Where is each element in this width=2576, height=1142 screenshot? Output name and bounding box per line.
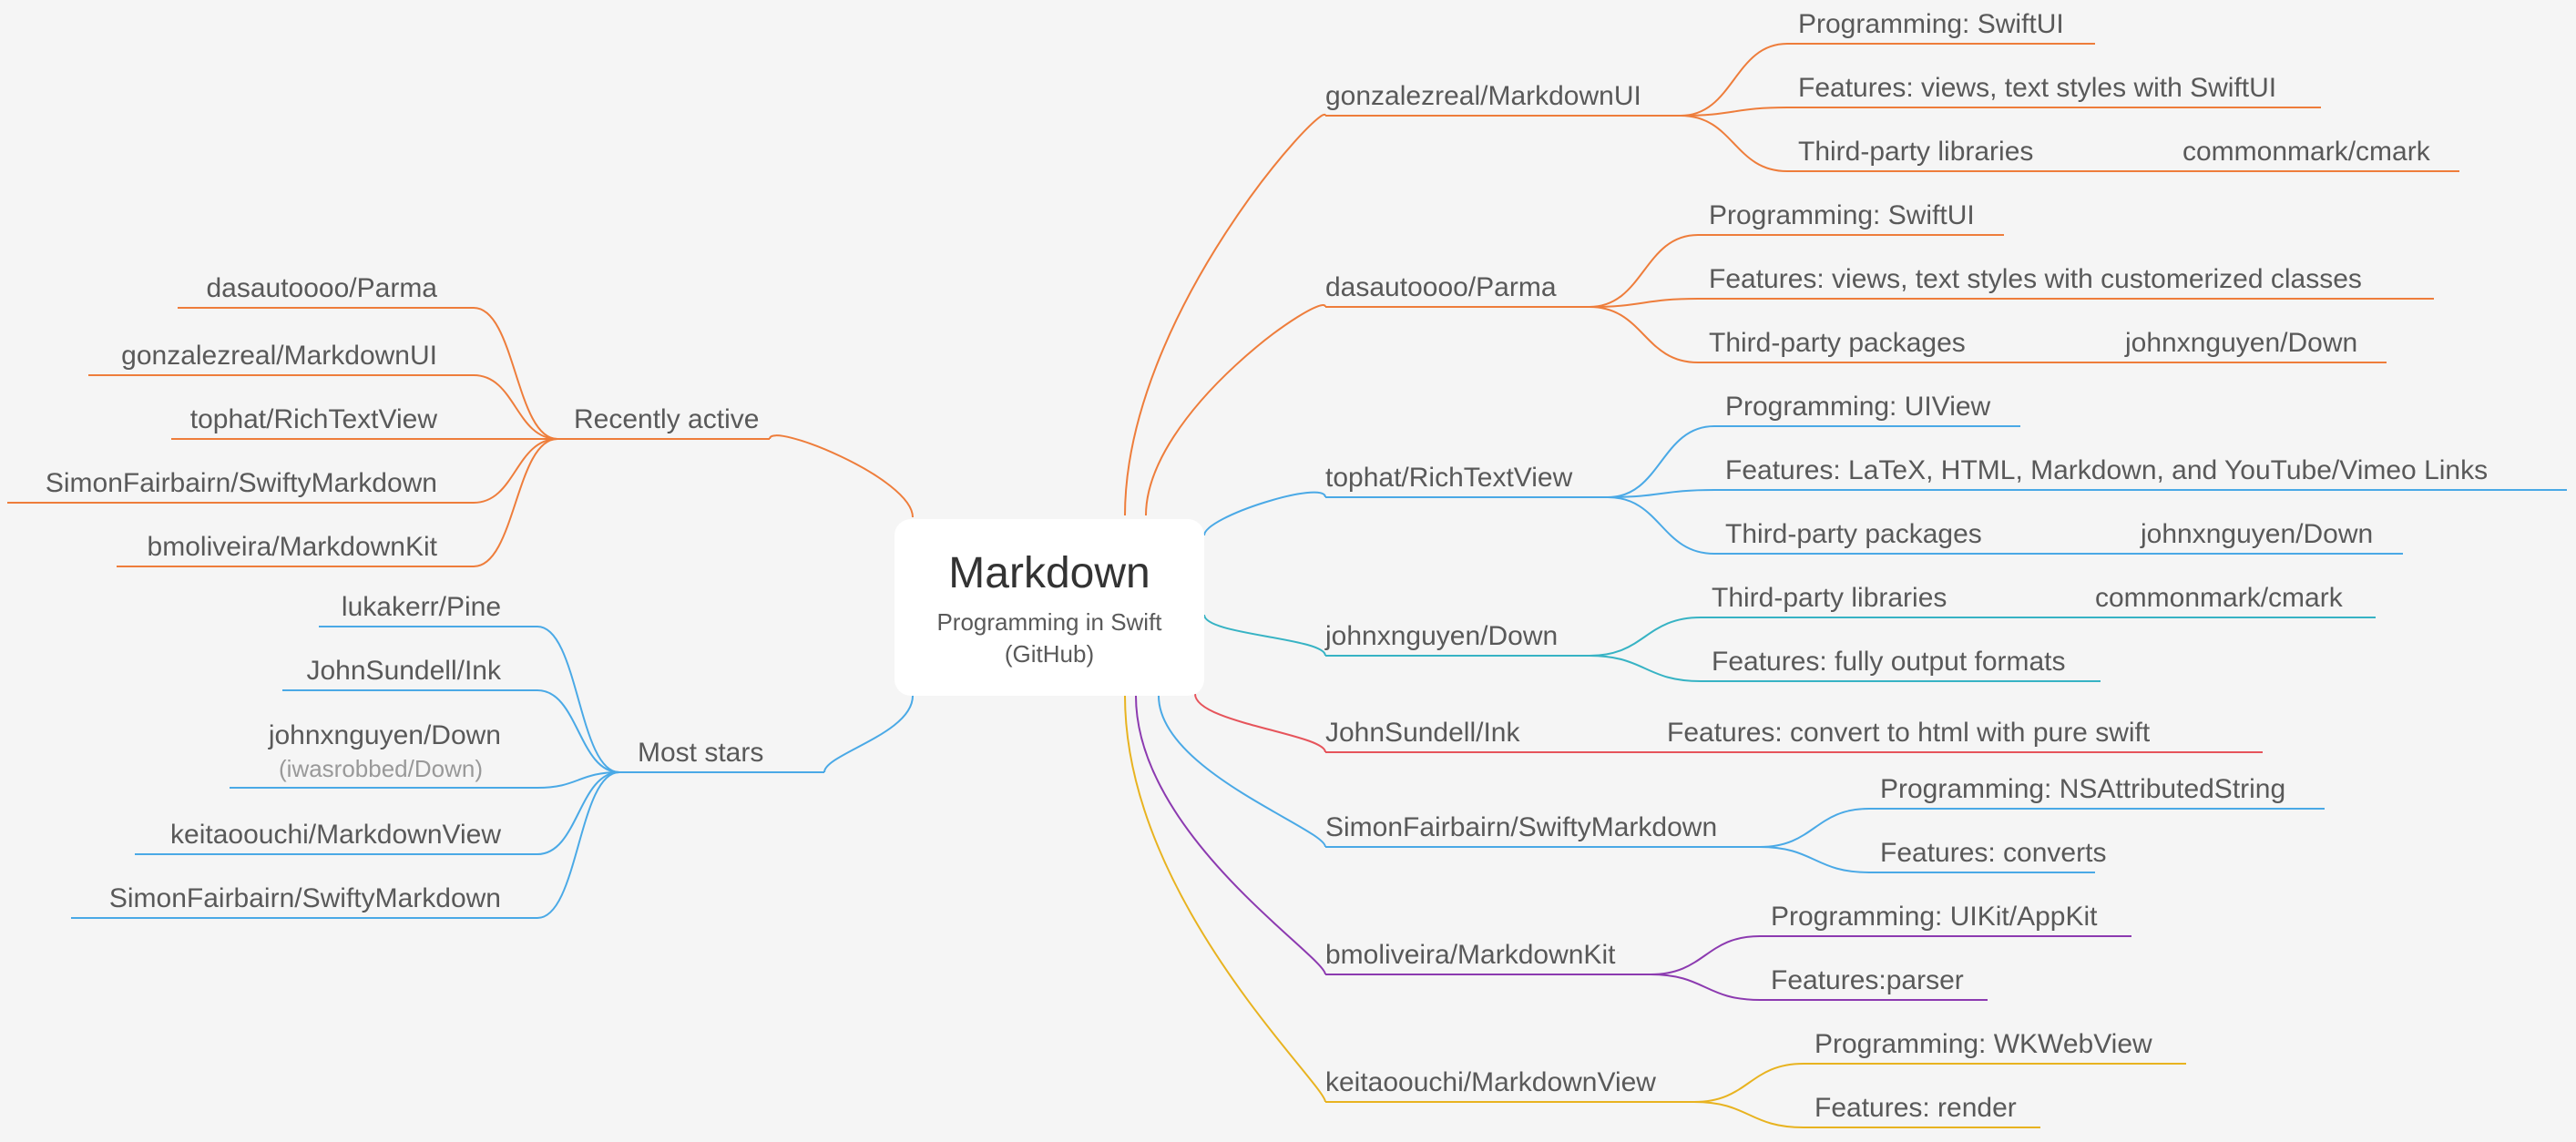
right-topic-johnxnguyen-down[interactable]: johnxnguyen/Down xyxy=(1324,621,1558,651)
left-topic-recently-active-child-0-connector xyxy=(473,307,558,440)
left-topic-recently-active-child-1[interactable]: gonzalezreal/MarkdownUI xyxy=(121,341,437,371)
right-topic-simonfairbairn-swiftymarkdown-connector xyxy=(1158,695,1326,848)
right-topic-tophat-richtextview-child-2-connector xyxy=(1607,496,1715,555)
central-topic-title: Markdown xyxy=(948,549,1150,597)
right-topic-dasautoooo-parma-child-0-connector xyxy=(1589,234,1699,308)
left-topic-recently-active-child-3[interactable]: SimonFairbairn/SwiftyMarkdown xyxy=(46,468,437,498)
central-topic[interactable]: Markdown Programming in Swift (GitHub) xyxy=(894,519,1204,696)
right-topic-tophat-richtextview-child-1-connector xyxy=(1607,489,1715,498)
right-topic-tophat-richtextview-child-2-value[interactable]: johnxnguyen/Down xyxy=(2140,519,2373,549)
central-topic-subtitle: Programming in Swift xyxy=(936,608,1162,636)
left-topic-most-stars-child-0-connector xyxy=(537,626,620,773)
topic-labels: gonzalezreal/MarkdownUI Programming: Swif… xyxy=(46,9,2488,1123)
right-topic-dasautoooo-parma-child-0[interactable]: Programming: SwiftUI xyxy=(1709,200,1975,230)
right-topic-bmoliveira-markdownkit-child-0[interactable]: Programming: UIKit/AppKit xyxy=(1771,902,2098,932)
right-topic-gonzalezreal-markdownui-child-0-connector xyxy=(1680,43,1788,117)
left-topic-most-stars-child-4[interactable]: SimonFairbairn/SwiftyMarkdown xyxy=(109,883,501,913)
right-topic-simonfairbairn-swiftymarkdown[interactable]: SimonFairbairn/SwiftyMarkdown xyxy=(1325,812,1717,842)
right-topic-gonzalezreal-markdownui-child-2-value[interactable]: commonmark/cmark xyxy=(2182,137,2431,167)
right-topic-bmoliveira-markdownkit-child-0-connector xyxy=(1650,935,1761,975)
right-topic-gonzalezreal-markdownui[interactable]: gonzalezreal/MarkdownUI xyxy=(1325,81,1641,111)
right-topic-simonfairbairn-swiftymarkdown-child-0-connector xyxy=(1759,808,1870,848)
left-topic-most-stars-child-3[interactable]: keitaoouchi/MarkdownView xyxy=(170,820,501,850)
left-topic-most-stars-child-2[interactable]: johnxnguyen/Down xyxy=(268,720,501,750)
right-topic-simonfairbairn-swiftymarkdown-child-1-connector xyxy=(1759,846,1870,873)
connector-lines xyxy=(7,43,2567,1128)
right-topic-johnsundell-ink[interactable]: JohnSundell/Ink xyxy=(1325,718,1520,748)
right-topic-johnsundell-ink-child-0[interactable]: Features: convert to html with pure swif… xyxy=(1667,718,2151,748)
right-topic-gonzalezreal-markdownui-connector xyxy=(1124,113,1326,516)
right-topic-dasautoooo-parma-connector xyxy=(1145,304,1326,516)
right-topic-johnxnguyen-down-child-1-connector xyxy=(1589,655,1702,682)
right-topic-johnsundell-ink-connector xyxy=(1194,693,1326,753)
right-topic-gonzalezreal-markdownui-child-2[interactable]: Third-party libraries xyxy=(1798,137,2033,167)
right-topic-tophat-richtextview-connector xyxy=(1203,491,1326,536)
left-topic-most-stars-child-2-sub[interactable]: (iwasrobbed/Down) xyxy=(279,755,483,782)
right-topic-keitaoouchi-markdownview[interactable]: keitaoouchi/MarkdownView xyxy=(1325,1067,1656,1097)
right-topic-bmoliveira-markdownkit-connector xyxy=(1135,695,1326,975)
right-topic-johnxnguyen-down-child-1[interactable]: Features: fully output formats xyxy=(1712,647,2066,677)
right-topic-tophat-richtextview-child-1[interactable]: Features: LaTeX, HTML, Markdown, and You… xyxy=(1725,455,2488,485)
right-topic-keitaoouchi-markdownview-child-0-connector xyxy=(1693,1063,1804,1103)
right-topic-johnxnguyen-down-child-0[interactable]: Third-party libraries xyxy=(1712,583,1947,613)
right-topic-gonzalezreal-markdownui-child-1[interactable]: Features: views, text styles with SwiftU… xyxy=(1798,73,2276,103)
right-topic-bmoliveira-markdownkit[interactable]: bmoliveira/MarkdownKit xyxy=(1325,940,1616,970)
left-topic-recently-active-connector xyxy=(769,434,914,518)
left-topic-most-stars[interactable]: Most stars xyxy=(638,738,763,768)
left-topic-recently-active-child-4[interactable]: bmoliveira/MarkdownKit xyxy=(148,532,438,562)
left-topic-most-stars-child-1-connector xyxy=(537,689,620,773)
left-topic-recently-active-child-4-connector xyxy=(473,438,558,567)
right-topic-keitaoouchi-markdownview-child-0[interactable]: Programming: WKWebView xyxy=(1814,1029,2152,1059)
right-topic-dasautoooo-parma-child-2-value[interactable]: johnxnguyen/Down xyxy=(2124,328,2357,358)
right-topic-simonfairbairn-swiftymarkdown-child-1[interactable]: Features: converts xyxy=(1880,838,2106,868)
left-topic-most-stars-child-4-connector xyxy=(537,771,620,919)
right-topic-keitaoouchi-markdownview-child-1[interactable]: Features: render xyxy=(1814,1093,2017,1123)
right-topic-tophat-richtextview-child-0[interactable]: Programming: UIView xyxy=(1725,392,1991,422)
right-topic-johnxnguyen-down-child-0-value[interactable]: commonmark/cmark xyxy=(2095,583,2344,613)
left-topic-most-stars-child-2-connector xyxy=(537,771,620,789)
right-topic-tophat-richtextview-child-2[interactable]: Third-party packages xyxy=(1725,519,1982,549)
right-topic-bmoliveira-markdownkit-child-1-connector xyxy=(1650,974,1761,1001)
right-topic-dasautoooo-parma-child-1[interactable]: Features: views, text styles with custom… xyxy=(1709,264,2362,294)
left-topic-recently-active[interactable]: Recently active xyxy=(574,404,759,434)
right-topic-dasautoooo-parma[interactable]: dasautoooo/Parma xyxy=(1325,272,1557,302)
left-topic-recently-active-child-2[interactable]: tophat/RichTextView xyxy=(190,404,438,434)
right-topic-keitaoouchi-markdownview-child-1-connector xyxy=(1693,1101,1804,1128)
left-topic-recently-active-child-0[interactable]: dasautoooo/Parma xyxy=(206,273,437,303)
right-topic-dasautoooo-parma-child-2[interactable]: Third-party packages xyxy=(1709,328,1966,358)
left-topic-most-stars-connector xyxy=(823,695,914,773)
left-topic-recently-active-child-3-connector xyxy=(473,438,558,504)
right-topic-gonzalezreal-markdownui-child-2-connector xyxy=(1680,115,1788,172)
right-topic-tophat-richtextview-child-0-connector xyxy=(1607,425,1715,498)
right-topic-tophat-richtextview[interactable]: tophat/RichTextView xyxy=(1325,463,1573,493)
right-topic-dasautoooo-parma-child-2-connector xyxy=(1589,306,1699,363)
right-topic-bmoliveira-markdownkit-child-1[interactable]: Features:parser xyxy=(1771,965,1964,995)
right-topic-dasautoooo-parma-child-1-connector xyxy=(1589,298,1699,308)
right-topic-simonfairbairn-swiftymarkdown-child-0[interactable]: Programming: NSAttributedString xyxy=(1880,774,2285,804)
right-topic-johnxnguyen-down-child-0-connector xyxy=(1589,617,1702,657)
central-topic-box[interactable] xyxy=(894,519,1204,696)
left-topic-most-stars-child-3-connector xyxy=(537,771,620,855)
right-topic-gonzalezreal-markdownui-child-1-connector xyxy=(1680,107,1788,117)
right-topic-gonzalezreal-markdownui-child-0[interactable]: Programming: SwiftUI xyxy=(1798,9,2064,39)
right-topic-johnxnguyen-down-connector xyxy=(1203,614,1326,657)
left-topic-most-stars-child-0[interactable]: lukakerr/Pine xyxy=(342,592,501,622)
right-topic-keitaoouchi-markdownview-connector xyxy=(1124,695,1326,1103)
central-topic-note: (GitHub) xyxy=(1005,640,1094,668)
left-topic-recently-active-child-1-connector xyxy=(473,374,558,440)
left-topic-most-stars-child-1[interactable]: JohnSundell/Ink xyxy=(307,656,502,686)
